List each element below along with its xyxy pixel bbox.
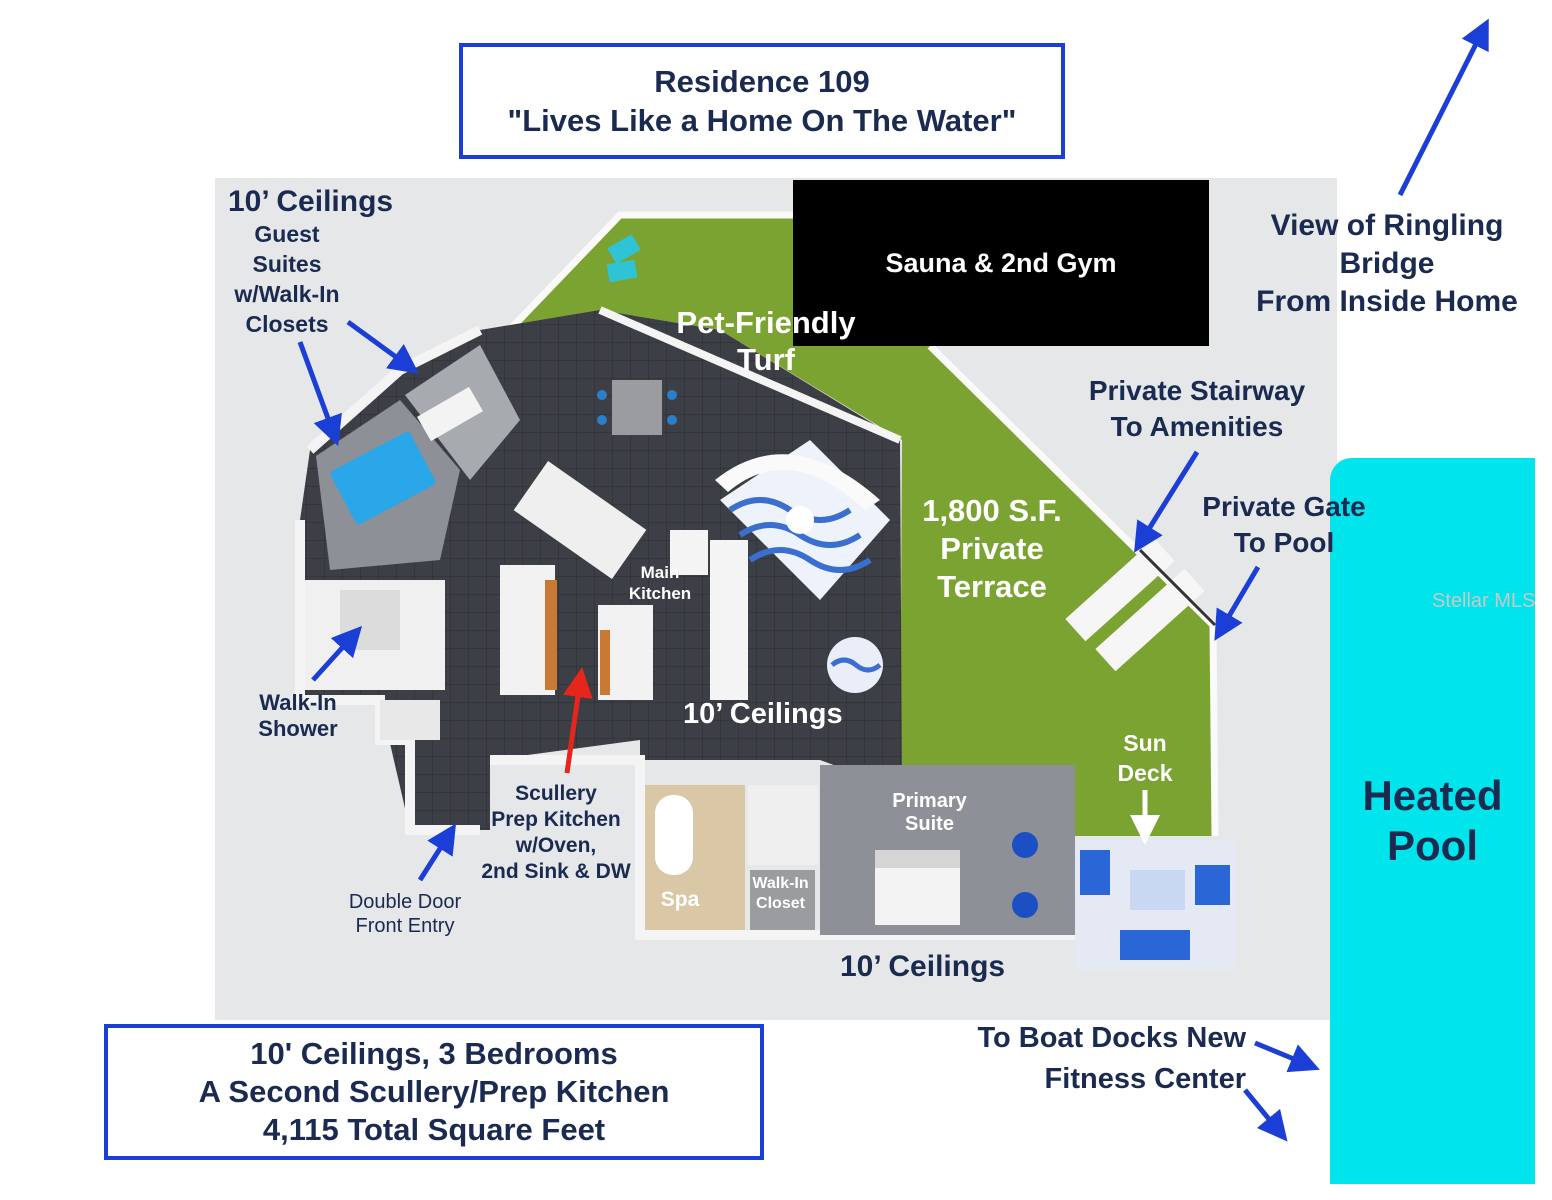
- title-line-1: Residence 109: [654, 64, 870, 99]
- label-guest-suites: Guest Suites w/Walk-In Closets: [234, 221, 340, 337]
- label-view-bridge: View of Ringling Bridge From Inside Home: [1256, 209, 1518, 318]
- scullery-arrow: [563, 667, 593, 774]
- label-ceilings-center: 10’ Ceilings: [683, 698, 843, 730]
- label-sun-deck: Sun Deck: [1117, 730, 1173, 786]
- heated-pool: Heated Pool: [1330, 458, 1535, 1184]
- label-private-gate: Private Gate To Pool: [1202, 491, 1366, 558]
- title-line-2: "Lives Like a Home On The Water": [507, 103, 1017, 138]
- sauna-label: Sauna & 2nd Gym: [885, 247, 1117, 278]
- watermark: Stellar MLS: [1432, 590, 1536, 612]
- summary-line-1: 10' Ceilings, 3 Bedrooms: [250, 1036, 618, 1071]
- arrow-front-entry: [417, 823, 457, 882]
- sauna-block: Sauna & 2nd Gym: [793, 180, 1209, 346]
- label-double-door: Double Door Front Entry: [348, 891, 462, 937]
- label-main-kitchen: Main Kitchen: [628, 563, 692, 603]
- label-terrace: 1,800 S.F. Private Terrace: [922, 493, 1062, 604]
- arrow-boat-docks: [1254, 1040, 1320, 1073]
- label-ceilings-top: 10’ Ceilings: [228, 185, 394, 218]
- label-ceilings-bottom: 10’ Ceilings: [840, 950, 1006, 983]
- label-walk-in-shower: Walk-In Shower: [258, 690, 338, 741]
- guest-bed: [330, 431, 436, 525]
- label-pet-turf: Pet-Friendly Turf: [676, 305, 856, 377]
- arrow-bridge: [1397, 18, 1489, 197]
- label-private-stairway: Private Stairway To Amenities: [1088, 375, 1306, 442]
- pool-label-2: Pool: [1387, 822, 1478, 869]
- summary-line-3: 4,115 Total Square Feet: [262, 1112, 606, 1147]
- pool-label-1: Heated: [1362, 772, 1503, 819]
- label-primary-suite: Primary Suite: [892, 790, 967, 835]
- label-walk-in-closet: Walk-In Closet: [752, 875, 809, 912]
- label-spa: Spa: [660, 888, 700, 911]
- arrow-guest-closet: [297, 341, 342, 447]
- title-box: Residence 109 "Lives Like a Home On The …: [459, 43, 1065, 159]
- label-boat-docks: To Boat Docks New Fitness Center: [977, 1022, 1246, 1095]
- arrow-guest-suite: [346, 319, 420, 374]
- arrow-shower: [311, 625, 363, 682]
- arrow-fitness: [1243, 1088, 1288, 1142]
- turf-area: [500, 215, 1215, 836]
- summary-box: 10' Ceilings, 3 Bedrooms A Second Sculle…: [104, 1024, 764, 1160]
- summary-line-2: A Second Scullery/Prep Kitchen: [198, 1074, 670, 1109]
- label-scullery: Scullery Prep Kitchen w/Oven, 2nd Sink &…: [481, 782, 631, 883]
- arrow-stairway: [1134, 450, 1200, 553]
- arrow-gate: [1214, 565, 1261, 641]
